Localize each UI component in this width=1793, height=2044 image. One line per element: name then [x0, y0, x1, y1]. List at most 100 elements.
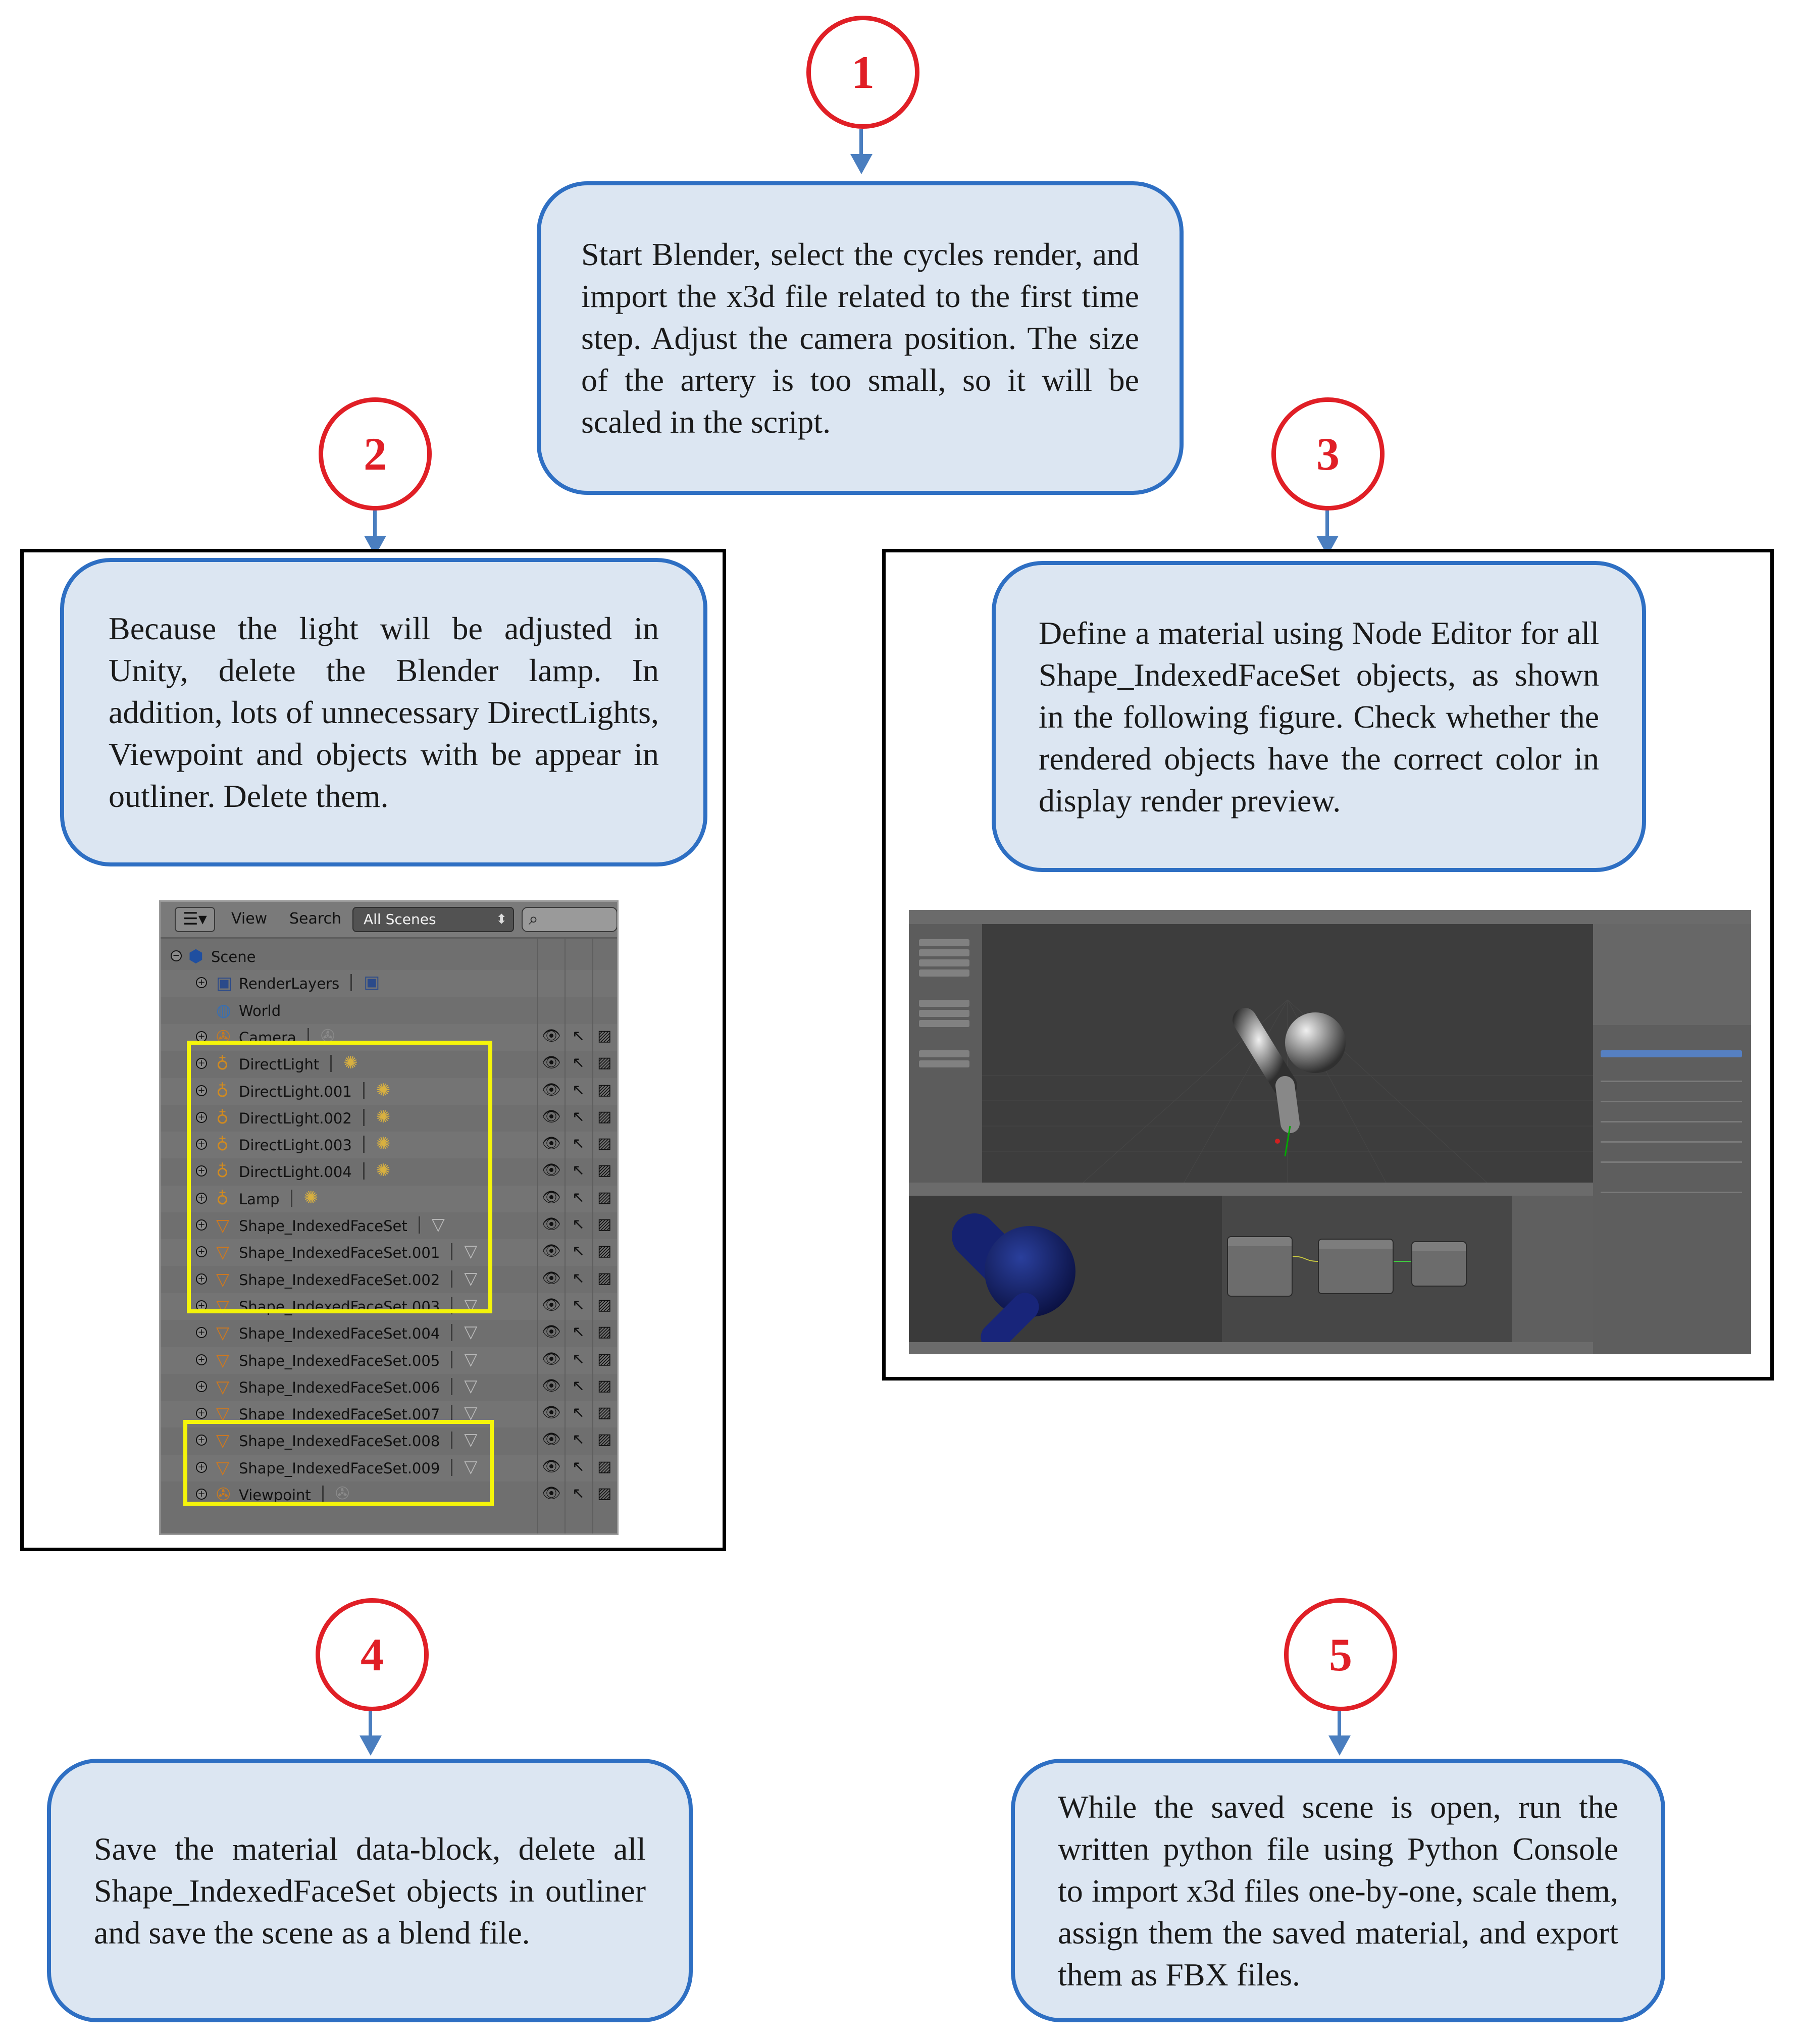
outliner-row[interactable]: +▽Shape_IndexedFaceSet.009▽👁↖▨ [161, 1454, 617, 1481]
sun-icon[interactable]: ✺ [376, 1106, 391, 1127]
expand-toggle-icon[interactable]: + [196, 1381, 207, 1392]
cursor-icon[interactable]: ↖ [572, 1485, 585, 1502]
eye-icon[interactable]: 👁 [542, 1323, 561, 1341]
eye-icon[interactable]: 👁 [542, 1269, 561, 1287]
render-icon[interactable]: ▨ [597, 1027, 612, 1045]
texture-node[interactable] [1227, 1236, 1293, 1297]
menu-search[interactable]: Search [289, 910, 342, 928]
eye-icon[interactable]: 👁 [542, 1404, 561, 1422]
mesh-data-icon[interactable]: ▽ [464, 1349, 478, 1369]
camera-data-icon[interactable]: ✇ [335, 1484, 350, 1504]
sun-icon[interactable]: ✺ [376, 1160, 391, 1181]
render-icon[interactable]: ▨ [597, 1215, 612, 1233]
outliner-row[interactable]: +▽Shape_IndexedFaceSet.001▽👁↖▨ [161, 1239, 617, 1266]
expand-toggle-icon[interactable]: + [196, 1111, 207, 1123]
render-icon[interactable]: ▨ [597, 1081, 612, 1099]
tool-button[interactable] [919, 1050, 969, 1057]
outliner-row[interactable]: +♁DirectLight✺👁↖▨ [161, 1051, 617, 1078]
outliner-row[interactable]: +✇Camera✇👁↖▨ [161, 1024, 617, 1051]
expand-toggle-icon[interactable]: + [196, 1327, 207, 1339]
expand-toggle-icon[interactable]: + [196, 1139, 207, 1150]
render-icon[interactable]: ▨ [597, 1296, 612, 1314]
eye-icon[interactable]: 👁 [542, 1376, 561, 1395]
outliner-row[interactable]: +✇Viewpoint✇👁↖▨ [161, 1481, 617, 1508]
eye-icon[interactable]: 👁 [542, 1081, 561, 1099]
expand-toggle-icon[interactable]: + [196, 1300, 207, 1311]
render-icon[interactable]: ▨ [597, 1485, 612, 1502]
cursor-icon[interactable]: ↖ [572, 1242, 585, 1260]
renderlayers-data-icon[interactable]: ▣ [364, 972, 380, 993]
3d-viewport[interactable] [982, 924, 1593, 1183]
render-icon[interactable]: ▨ [597, 1161, 612, 1180]
outliner-row[interactable]: +▣RenderLayers▣ [161, 970, 617, 997]
mesh-data-icon[interactable]: ▽ [464, 1322, 478, 1343]
eye-icon[interactable]: 👁 [542, 1161, 561, 1180]
cursor-icon[interactable]: ↖ [572, 1376, 585, 1395]
outliner-row[interactable]: +▽Shape_IndexedFaceSet.002▽👁↖▨ [161, 1266, 617, 1293]
expand-toggle-icon[interactable]: + [196, 1408, 207, 1419]
cursor-icon[interactable]: ↖ [572, 1296, 585, 1314]
expand-toggle-icon[interactable]: − [171, 950, 182, 961]
render-icon[interactable]: ▨ [597, 1323, 612, 1341]
mesh-data-icon[interactable]: ▽ [464, 1375, 478, 1396]
shader-node[interactable] [1318, 1239, 1394, 1294]
expand-toggle-icon[interactable]: + [196, 1165, 207, 1177]
mesh-data-icon[interactable]: ▽ [464, 1429, 478, 1450]
cursor-icon[interactable]: ↖ [572, 1188, 585, 1206]
eye-icon[interactable]: 👁 [542, 1457, 561, 1475]
cursor-icon[interactable]: ↖ [572, 1054, 585, 1072]
outliner-row[interactable]: +▽Shape_IndexedFaceSet▽👁↖▨ [161, 1212, 617, 1239]
outliner-row[interactable]: +▽Shape_IndexedFaceSet.004▽👁↖▨ [161, 1320, 617, 1347]
tool-button[interactable] [919, 949, 969, 956]
outliner-row[interactable]: +♁DirectLight.001✺👁↖▨ [161, 1078, 617, 1105]
eye-icon[interactable]: 👁 [542, 1430, 561, 1449]
cursor-icon[interactable]: ↖ [572, 1135, 585, 1153]
render-icon[interactable]: ▨ [597, 1350, 612, 1368]
mesh-data-icon[interactable]: ▽ [464, 1403, 478, 1423]
outliner-row[interactable]: +▽Shape_IndexedFaceSet.005▽👁↖▨ [161, 1347, 617, 1374]
eye-icon[interactable]: 👁 [542, 1296, 561, 1314]
render-preview[interactable] [909, 1196, 1222, 1342]
expand-toggle-icon[interactable]: + [196, 1273, 207, 1285]
render-icon[interactable]: ▨ [597, 1242, 612, 1260]
cursor-icon[interactable]: ↖ [572, 1081, 585, 1099]
eye-icon[interactable]: 👁 [542, 1215, 561, 1233]
cursor-icon[interactable]: ↖ [572, 1350, 585, 1368]
editor-type-button[interactable]: ☰▾ [175, 907, 215, 932]
render-icon[interactable]: ▨ [597, 1054, 612, 1072]
render-icon[interactable]: ▨ [597, 1188, 612, 1206]
expand-toggle-icon[interactable]: + [196, 1489, 207, 1500]
outliner-row[interactable]: +♁DirectLight.003✺👁↖▨ [161, 1132, 617, 1159]
cursor-icon[interactable]: ↖ [572, 1269, 585, 1287]
mesh-data-icon[interactable]: ▽ [431, 1214, 445, 1235]
expand-toggle-icon[interactable]: + [196, 1246, 207, 1258]
eye-icon[interactable]: 👁 [542, 1242, 561, 1260]
outliner-search-input[interactable]: ⌕ [522, 907, 617, 932]
render-icon[interactable]: ▨ [597, 1376, 612, 1395]
expand-toggle-icon[interactable]: + [196, 1354, 207, 1365]
cursor-icon[interactable]: ↖ [572, 1430, 585, 1449]
render-icon[interactable]: ▨ [597, 1269, 612, 1287]
outliner-row[interactable]: +▽Shape_IndexedFaceSet.008▽👁↖▨ [161, 1427, 617, 1454]
expand-toggle-icon[interactable]: + [196, 1058, 207, 1069]
menu-view[interactable]: View [231, 910, 268, 928]
expand-toggle-icon[interactable]: + [196, 1435, 207, 1446]
tool-button[interactable] [919, 1020, 969, 1027]
eye-icon[interactable]: 👁 [542, 1485, 561, 1502]
cursor-icon[interactable]: ↖ [572, 1404, 585, 1422]
render-icon[interactable]: ▨ [597, 1107, 612, 1126]
eye-icon[interactable]: 👁 [542, 1107, 561, 1126]
outliner-row[interactable]: +♁DirectLight.002✺👁↖▨ [161, 1105, 617, 1132]
sun-icon[interactable]: ✺ [376, 1134, 391, 1154]
material-output-node[interactable] [1411, 1241, 1467, 1287]
tool-button[interactable] [919, 959, 969, 966]
expand-toggle-icon[interactable]: + [196, 1085, 207, 1096]
sun-icon[interactable]: ✺ [303, 1187, 319, 1208]
mesh-data-icon[interactable]: ▽ [464, 1268, 478, 1289]
eye-icon[interactable]: 👁 [542, 1188, 561, 1206]
render-icon[interactable]: ▨ [597, 1430, 612, 1449]
outliner-row[interactable]: +◍World [161, 997, 617, 1024]
eye-icon[interactable]: 👁 [542, 1350, 561, 1368]
cursor-icon[interactable]: ↖ [572, 1027, 585, 1045]
cursor-icon[interactable]: ↖ [572, 1107, 585, 1126]
